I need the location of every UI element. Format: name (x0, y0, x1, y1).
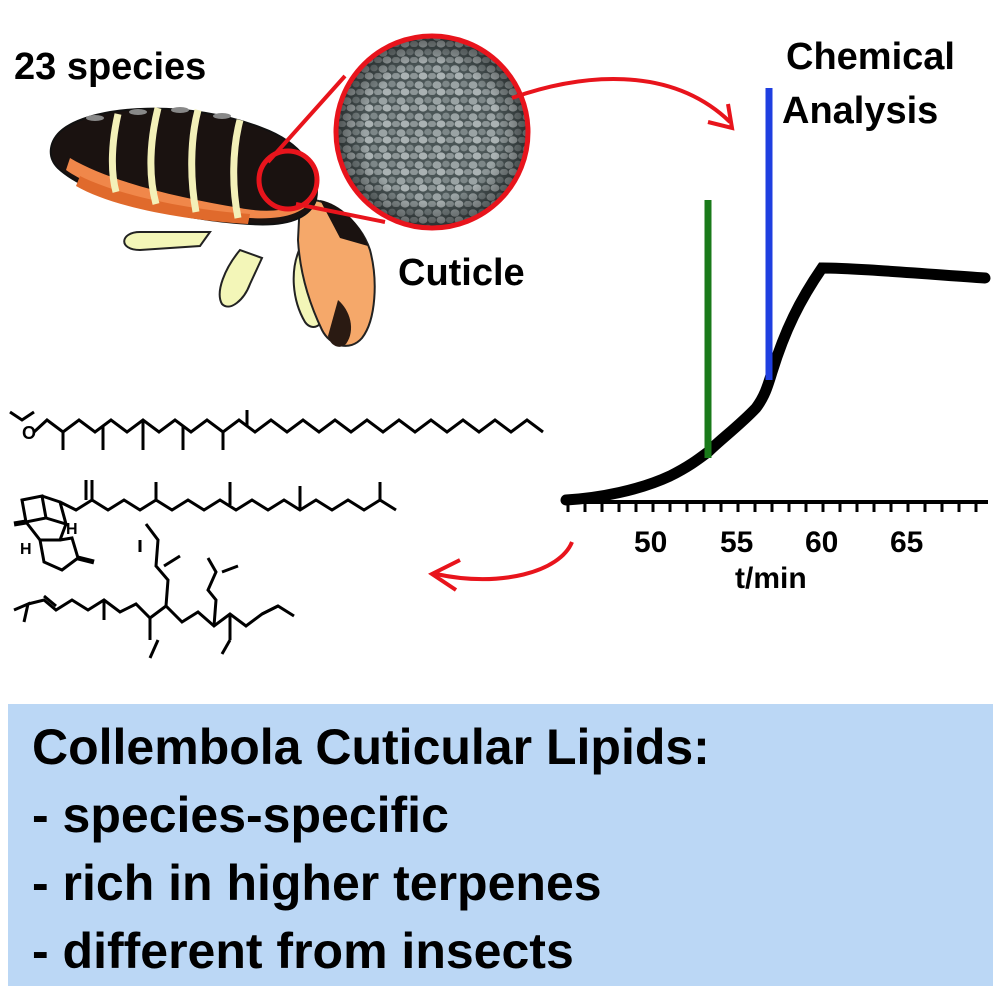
svg-text:H: H (66, 521, 78, 538)
zoom-connector-lower (295, 202, 386, 224)
axis-tick-label: 50 (634, 526, 668, 559)
arrow-to-analysis-head (707, 103, 735, 131)
springtail-illustration (49, 107, 376, 347)
chemical-analysis-label-line2: Analysis (782, 90, 939, 132)
summary-title: Collembola Cuticular Lipids: (32, 719, 710, 775)
axis-tick-label: 55 (720, 526, 754, 559)
summary-bullet: - rich in higher terpenes (32, 855, 602, 911)
svg-text:H: H (20, 541, 32, 558)
axis-title: t/min (735, 562, 807, 595)
chromatogram (560, 88, 991, 512)
chemical-analysis-label-line1: Chemical (786, 36, 955, 78)
arrow-to-analysis (511, 77, 732, 124)
svg-text:O: O (22, 423, 36, 443)
structure-higher-terpene (13, 523, 295, 659)
structure-bicyclic-terpene: H H (13, 480, 397, 572)
cuticle-label: Cuticle (398, 252, 525, 294)
structure-methyl-ether: O (9, 410, 544, 450)
cuticle-micrograph (333, 33, 531, 231)
summary-box: Collembola Cuticular Lipids: - species-s… (8, 704, 993, 986)
zoom-connector-upper (266, 74, 347, 164)
arrow-to-structures-head (428, 558, 461, 592)
species-count-label: 23 species (14, 46, 207, 88)
illustration: O H H (9, 33, 991, 659)
cuticle-highlight-circle (256, 148, 320, 212)
summary-bullet: - species-specific (32, 787, 449, 843)
summary-bullet: - different from insects (32, 923, 574, 979)
axis-tick-label: 60 (805, 526, 839, 559)
axis-tick-label: 65 (890, 526, 924, 559)
arrow-to-structures (435, 541, 574, 582)
chemical-structures: O H H (9, 410, 544, 659)
chromatogram-trace (560, 262, 991, 506)
